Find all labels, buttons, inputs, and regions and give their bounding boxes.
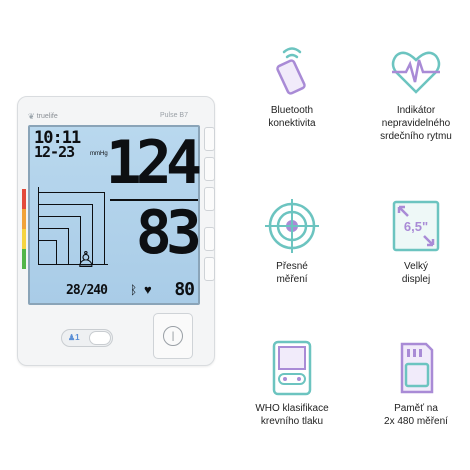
side-button[interactable] — [204, 187, 215, 211]
lcd-display: 10:11 12-23 mmHg 124 83 ♙ 28/240 ᛒ ♥ 80 — [22, 125, 202, 305]
bluetooth-phone-icon — [276, 47, 306, 95]
feature-label: 2x 480 měření — [384, 416, 448, 427]
lcd-divider — [110, 199, 198, 201]
feature-label: Indikátor — [396, 105, 436, 116]
feature-memory: Paměť na 2x 480 měření — [366, 338, 466, 428]
feature-label: Přesné — [276, 261, 308, 272]
model-name: Pulse B7 — [159, 112, 188, 119]
lcd-pulse: 80 — [174, 279, 195, 300]
user-number: 1 — [75, 333, 80, 342]
user-switch-knob[interactable] — [89, 331, 111, 345]
lcd-memory: 28/240 — [66, 283, 108, 298]
power-icon: | — [163, 326, 183, 346]
feature-label: nepravidelného — [381, 118, 451, 129]
who-step — [39, 216, 81, 264]
brand-logo: ❦ truelife — [28, 112, 58, 121]
side-button[interactable] — [204, 257, 215, 281]
lcd-time: 10:11 — [34, 128, 81, 148]
lcd-unit: mmHg — [90, 151, 108, 157]
who-step — [39, 240, 57, 264]
user-switch[interactable]: ♟1 — [61, 329, 113, 347]
side-button[interactable] — [204, 127, 215, 151]
lcd-systolic: 124 — [105, 128, 202, 198]
feature-label: WHO klasifikace — [255, 403, 329, 414]
feature-label: konektivita — [268, 118, 316, 129]
leaf-icon: ❦ — [28, 112, 35, 121]
feature-label: krevního tlaku — [260, 416, 324, 427]
side-buttons — [203, 127, 215, 287]
heart-icon: ♥ — [144, 282, 152, 297]
feature-label: Bluetooth — [270, 105, 314, 116]
brand-name: truelife — [36, 113, 58, 120]
feature-bluetooth: Bluetooth konektivita — [242, 40, 342, 130]
feature-display: 6,5" Velký displej — [366, 196, 466, 286]
who-classification-graph — [38, 187, 108, 265]
who-step — [39, 228, 69, 264]
heart-rhythm-icon — [391, 51, 441, 94]
side-button[interactable] — [204, 227, 215, 251]
feature-label: srdečního rytmu — [380, 131, 452, 142]
feature-heart-rhythm: Indikátor nepravidelného srdečního rytmu — [366, 40, 466, 143]
who-step — [39, 204, 93, 264]
lcd-date: 12-23 — [34, 143, 75, 161]
bluetooth-icon: ᛒ — [130, 283, 138, 297]
blood-pressure-monitor: ❦ truelife Pulse B7 10:11 12-23 mmHg 124… — [17, 96, 215, 366]
feature-label: Velký — [404, 261, 428, 272]
feature-label: displej — [401, 274, 431, 285]
who-green-segment — [22, 249, 26, 269]
feature-label: měření — [276, 274, 308, 285]
user-icon: ♙ — [76, 247, 96, 272]
feature-accuracy: Přesné měření — [242, 196, 342, 286]
feature-label: Paměť na — [394, 403, 438, 414]
target-icon — [265, 199, 319, 253]
side-button[interactable] — [204, 157, 215, 181]
large-display-icon: 6,5" — [392, 200, 440, 252]
power-button[interactable]: | — [153, 313, 193, 359]
who-step — [39, 192, 105, 264]
memory-card-icon — [400, 342, 434, 394]
who-color-bar — [22, 189, 26, 269]
who-monitor-icon — [272, 340, 312, 396]
lcd-diastolic: 83 — [135, 198, 202, 268]
who-orange-segment — [22, 209, 26, 229]
display-size-badge: 6,5" — [404, 219, 428, 234]
who-yellow-segment — [22, 229, 26, 249]
feature-who: WHO klasifikace krevního tlaku — [242, 338, 342, 428]
user-switch-label: ♟1 — [68, 333, 80, 342]
who-red-segment — [22, 189, 26, 209]
